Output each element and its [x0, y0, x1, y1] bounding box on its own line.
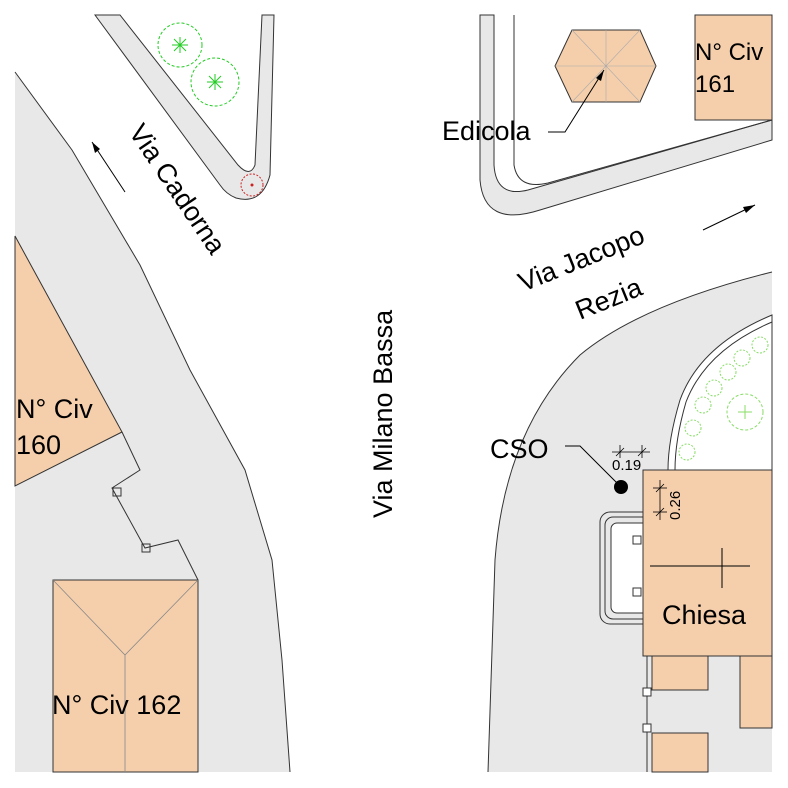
column-marker: [632, 587, 642, 597]
arrow-icon: [702, 204, 756, 231]
building-chiesa: [642, 469, 773, 657]
wall-marker: [112, 487, 122, 497]
cso-leader: [565, 445, 619, 485]
label-civ-161-line2: 161: [695, 71, 735, 98]
dimension-label-h: 0.19: [612, 457, 641, 474]
arrow-icon: [91, 141, 126, 193]
leader-arrowhead: [596, 70, 604, 81]
annex-building: [739, 655, 773, 729]
jacopo-island: [479, 14, 773, 216]
building-civ-160: [14, 235, 123, 487]
hydrant-icon: [240, 173, 264, 197]
annex-building: [651, 732, 709, 773]
edicola-roof-lines: [555, 29, 656, 103]
tree-icon: [157, 22, 203, 68]
label-civ-160-line2: 160: [16, 430, 61, 460]
label-civ-162: N° Civ 162: [52, 690, 181, 720]
churchyard-wall: [674, 321, 773, 471]
west-curb: [14, 71, 291, 773]
roof-ridges-civ-162: [52, 579, 199, 772]
east-curb: [487, 271, 773, 773]
tree-icon: [190, 57, 240, 107]
label-cso: CSO: [490, 434, 549, 464]
edicola-leader: [548, 69, 605, 133]
label-civ-160-line1: N° Civ: [16, 394, 93, 424]
building-civ-162: [52, 579, 199, 773]
wall-marker: [642, 723, 652, 733]
label-chiesa: Chiesa: [662, 600, 747, 630]
dimension-vertical: [653, 480, 667, 520]
tree-icon: [678, 336, 769, 461]
courtyard-outline: [111, 431, 199, 581]
label-civ-161-line1: N° Civ: [695, 39, 763, 66]
dimension-label-v: 0.26: [667, 491, 684, 520]
cadorna-island: [94, 14, 275, 200]
building-civ-161: [694, 14, 773, 121]
annex-building: [651, 655, 709, 691]
street-label-via-milano-bassa: Via Milano Bassa: [368, 309, 398, 518]
wall-marker: [642, 687, 652, 697]
chiesa-cross: [650, 548, 750, 588]
jacopo-island-curb: [513, 15, 773, 185]
dimension-horizontal: [612, 445, 650, 458]
cso-point: [614, 480, 628, 494]
wall-marker: [141, 543, 151, 553]
column-marker: [632, 535, 642, 545]
label-edicola: Edicola: [442, 116, 532, 146]
